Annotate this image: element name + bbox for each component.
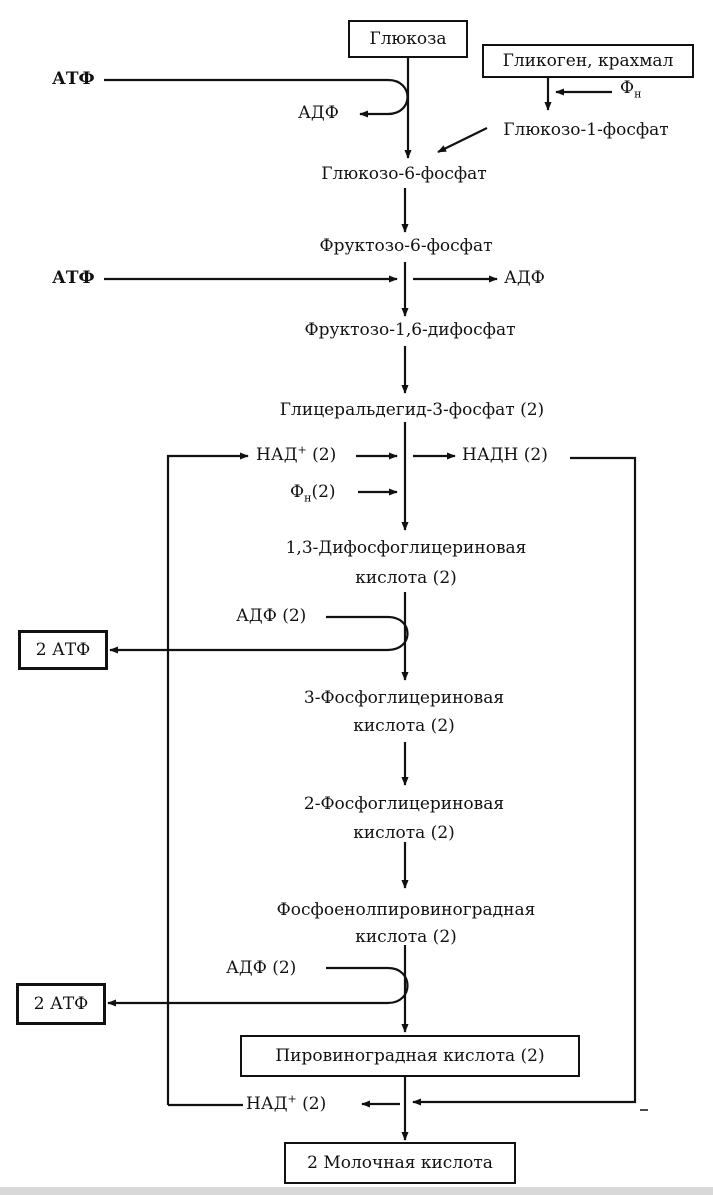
label-pep-line2: кислота (2) — [355, 927, 457, 947]
label-f6p: Фруктозо-6-фосфат — [319, 236, 493, 256]
arrow-g1p-to-g6p — [437, 127, 488, 153]
box-atp-gain-2: 2 АТФ — [16, 983, 106, 1025]
label-pg3-line1: 3-Фосфоглицериновая — [303, 688, 505, 708]
label-pep-line1: Фосфоенолпировиноградная — [276, 900, 536, 920]
box-lactate: 2 Молочная кислота — [284, 1142, 516, 1184]
atp-gain-2-hook — [107, 966, 409, 1007]
nadh-loop-right — [412, 456, 637, 1106]
atp-gain-1-hook — [109, 615, 409, 654]
bottom-scan-edge — [0, 1187, 713, 1195]
atp1-hook — [104, 78, 409, 118]
label-atp-1: АТФ — [52, 69, 95, 89]
box-glucose: Глюкоза — [348, 20, 468, 58]
label-nadh-top: НАДН (2) — [462, 445, 548, 465]
label-adp-3: АДФ (2) — [236, 606, 307, 626]
label-bpg13-line2: кислота (2) — [355, 568, 457, 588]
label-g1p: Глюкозо-1-фосфат — [503, 120, 669, 140]
label-g3p: Глицеральдегид-3-фосфат (2) — [279, 400, 545, 420]
box-atp-gain-1: 2 АТФ — [18, 630, 108, 670]
label-adp-2: АДФ — [504, 268, 545, 288]
label-bpg13-line1: 1,3-Дифосфоглицериновая — [285, 538, 527, 558]
label-pg3-line2: кислота (2) — [353, 716, 455, 736]
nad-loop-left — [166, 452, 249, 1105]
label-adp-1: АДФ — [298, 103, 339, 123]
box-pyruvate: Пировиноградная кислота (2) — [240, 1035, 580, 1077]
label-pi-mid: Фн(2) — [290, 482, 336, 505]
label-f16bp: Фруктозо-1,6-дифосфат — [304, 320, 516, 340]
box-glycogen: Гликоген, крахмал — [482, 44, 694, 78]
label-atp-2: АТФ — [52, 268, 95, 288]
label-pg2-line2: кислота (2) — [353, 823, 455, 843]
label-g6p: Глюкозо-6-фосфат — [321, 164, 487, 184]
label-nad-top: НАД+ (2) — [256, 443, 337, 465]
label-pg2-line1: 2-Фосфоглицериновая — [303, 794, 505, 814]
label-adp-4: АДФ (2) — [226, 958, 297, 978]
label-pi-top: Фн — [620, 78, 642, 101]
label-nad-bottom: НАД+ (2) — [246, 1092, 327, 1114]
